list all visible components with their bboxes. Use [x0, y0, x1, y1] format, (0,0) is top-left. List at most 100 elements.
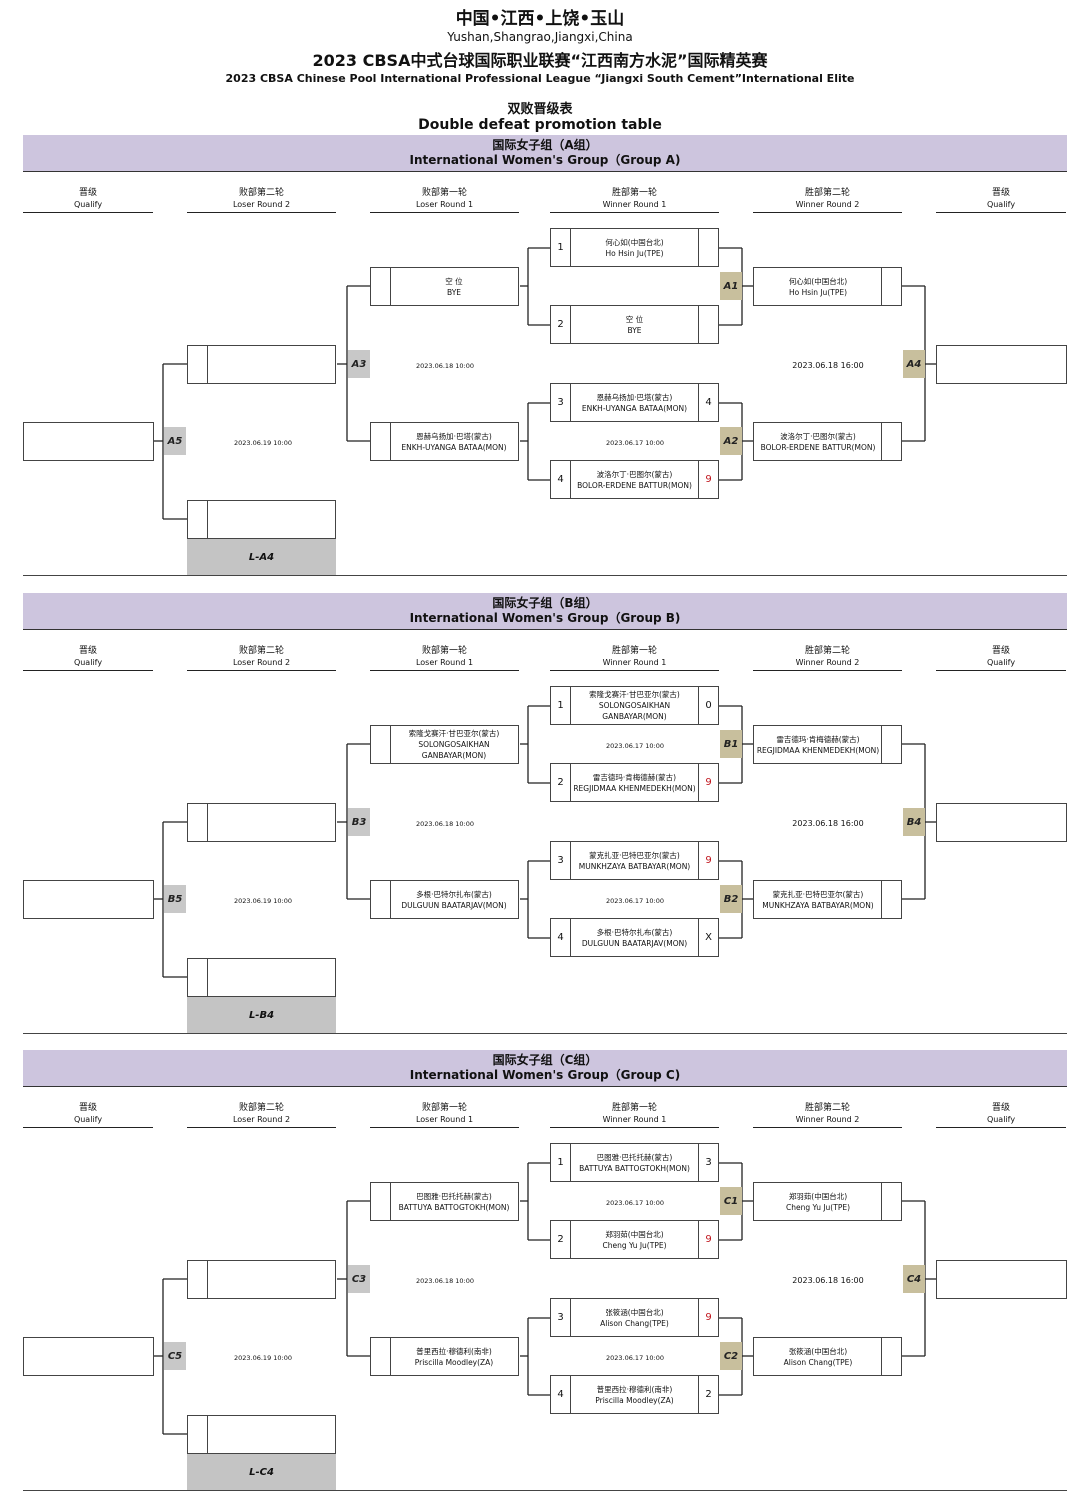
player-name: 空 位 BYE	[570, 306, 699, 343]
column-header-lr2: 败部第二轮 Loser Round 2	[187, 645, 336, 671]
player-name-cn: 恩赫乌扬加·巴塔(蒙古)	[596, 392, 673, 402]
column-header-qualify: 晋级 Qualify	[936, 1102, 1066, 1128]
column-header-lr2: 败部第二轮 Loser Round 2	[187, 1102, 336, 1128]
seed-cell	[188, 1416, 208, 1453]
player-name: 何心如(中国台北) Ho Hsin Ju(TPE)	[754, 268, 882, 305]
player-name-en: MUNKHZAYA BATBAYAR(MON)	[578, 861, 691, 871]
column-header-wr2: 胜部第二轮 Winner Round 2	[753, 645, 902, 671]
match-date-m2: 2023.06.17 10:00	[605, 1354, 664, 1362]
seed-number: 3	[551, 1299, 571, 1336]
player-name-cn: 巴图雅·巴托托赫(蒙古)	[596, 1152, 673, 1162]
seed-number: 3	[551, 384, 571, 421]
seed-number: 1	[551, 229, 571, 266]
score-cell	[881, 1183, 901, 1220]
player-name: 索隆戈赛汗·甘巴亚尔(蒙古) SOLONGOSAIKHAN GANBAYAR(M…	[390, 726, 518, 763]
column-header-cn: 败部第一轮	[421, 188, 467, 198]
match-label-m1: C1	[720, 1187, 742, 1215]
winner-round1-slot: 4 多根·巴特尔扎布(蒙古) DULGUUN BAATARJAV(MON) X	[550, 918, 719, 957]
loser-round1-slot: 恩赫乌扬加·巴塔(蒙古) ENKH-UYANGA BATAA(MON)	[370, 422, 519, 461]
match-label-m1: B1	[720, 730, 742, 758]
score-cell	[881, 423, 901, 460]
player-name: 何心如(中国台北) Ho Hsin Ju(TPE)	[570, 229, 699, 266]
seed-number: 2	[551, 1221, 571, 1258]
player-name-en: BYE	[627, 325, 642, 335]
score-cell	[881, 268, 901, 305]
winner-round1-slot: 4 普里西拉·穆德利(南非) Priscilla Moodley(ZA) 2	[550, 1375, 719, 1414]
loser-placeholder: L-B4	[187, 997, 336, 1034]
player-name: 波洛尔丁·巴图尔(蒙古) BOLOR-ERDENE BATTUR(MON)	[570, 461, 699, 498]
seed-number: 2	[551, 764, 571, 801]
qualify-slot-left	[23, 422, 154, 461]
match-date-m5: 2023.06.19 10:00	[233, 1354, 292, 1362]
match-date-m3: 2023.06.18 10:00	[415, 1277, 474, 1285]
group-title-en: International Women's Group（Group B)	[409, 611, 681, 625]
match-score: 0	[698, 687, 718, 724]
player-name-cn: 波洛尔丁·巴图尔(蒙古)	[596, 469, 673, 479]
player-name: 多根·巴特尔扎布(蒙古) DULGUUN BAATARJAV(MON)	[570, 919, 699, 956]
match-date-m4: 2023.06.18 16:00	[792, 1276, 864, 1285]
seed-cell	[188, 346, 208, 383]
column-header-en: Qualify	[73, 1115, 103, 1124]
match-label-m3: A3	[348, 350, 370, 378]
location-cn: 中国•江西•上饶•玉山	[455, 9, 625, 29]
player-name-en: Cheng Yu Ju(TPE)	[602, 1240, 667, 1250]
player-name-en: REGJIDMAA KHENMEDEKH(MON)	[756, 745, 880, 755]
match-date-m4: 2023.06.18 16:00	[792, 819, 864, 828]
seed-cell	[188, 804, 208, 841]
group-title-cn: 国际女子组（B组）	[492, 596, 598, 610]
column-header-cn: 晋级	[78, 188, 97, 198]
group-section-0: 国际女子组（A组） International Women's Group（Gr…	[0, 135, 1080, 592]
player-name-en: MUNKHZAYA BATBAYAR(MON)	[762, 900, 874, 910]
column-header-wr1: 胜部第一轮 Winner Round 1	[550, 1102, 719, 1128]
column-header-en: Loser Round 2	[232, 658, 291, 667]
player-name: 巴图雅·巴托托赫(蒙古) BATTUYA BATTOGTOKH(MON)	[570, 1144, 699, 1181]
loser-round2-slot	[187, 1260, 336, 1299]
player-name-en: SOLONGOSAIKHAN GANBAYAR(MON)	[418, 740, 490, 760]
column-header-qualify: 晋级 Qualify	[936, 645, 1066, 671]
player-name-cn: 多根·巴特尔扎布(蒙古)	[596, 927, 673, 937]
player-name: 张筱涵(中国台北) Alison Chang(TPE)	[754, 1338, 882, 1375]
player-name-cn: 蒙克扎亚·巴特巴亚尔(蒙古)	[589, 850, 680, 860]
column-header-en: Loser Round 1	[415, 658, 474, 667]
match-label-m5: A5	[164, 427, 186, 455]
match-label-m2: A2	[720, 427, 742, 455]
player-name: 多根·巴特尔扎布(蒙古) DULGUUN BAATARJAV(MON)	[390, 881, 518, 918]
match-score: 9	[698, 842, 718, 879]
column-header-en: Qualify	[986, 658, 1016, 667]
match-score: 9	[698, 461, 718, 498]
player-name-cn: 普里西拉·穆德利(南非)	[416, 1346, 492, 1356]
group-header: 国际女子组（C组） International Women's Group（Gr…	[23, 1050, 1067, 1087]
player-name-en: Cheng Yu Ju(TPE)	[785, 1202, 851, 1212]
column-header-en: Loser Round 1	[415, 200, 474, 209]
match-score: 9	[698, 1299, 718, 1336]
player-name-en: BATTUYA BATTOGTOKH(MON)	[398, 1202, 510, 1212]
column-header-cn: 胜部第二轮	[804, 188, 850, 198]
loser-round2-slot	[187, 958, 336, 997]
player-name-cn: 巴图雅·巴托托赫(蒙古)	[416, 1191, 492, 1201]
winner-round2-slot: 蒙克扎亚·巴特巴亚尔(蒙古) MUNKHZAYA BATBAYAR(MON)	[753, 880, 902, 919]
player-name-cn: 多根·巴特尔扎布(蒙古)	[416, 889, 492, 899]
player-name-en: Priscilla Moodley(ZA)	[595, 1395, 674, 1405]
column-header-cn: 胜部第二轮	[804, 646, 850, 656]
column-header-en: Qualify	[73, 658, 103, 667]
seed-cell	[188, 501, 208, 538]
player-name-en: Ho Hsin Ju(TPE)	[605, 248, 664, 258]
match-date-m1: 2023.06.17 10:00	[605, 742, 664, 750]
column-header-en: Winner Round 1	[602, 200, 667, 209]
score-cell	[881, 726, 901, 763]
player-name-en: SOLONGOSAIKHAN GANBAYAR(MON)	[598, 701, 671, 721]
loser-round1-slot: 空 位 BYE	[370, 267, 519, 306]
column-header-wr1: 胜部第一轮 Winner Round 1	[550, 645, 719, 671]
match-label-m4: A4	[903, 350, 925, 378]
player-name-en: REGJIDMAA KHENMEDEKH(MON)	[573, 783, 696, 793]
section-divider	[23, 1490, 1067, 1491]
column-header-cn: 败部第二轮	[238, 1103, 284, 1113]
player-name-en: Alison Chang(TPE)	[783, 1357, 853, 1367]
column-header-cn: 胜部第一轮	[611, 646, 657, 656]
seed-cell	[371, 1183, 391, 1220]
match-label-m3: C3	[348, 1265, 370, 1293]
qualify-slot-right	[936, 803, 1067, 842]
match-date-m2: 2023.06.17 10:00	[605, 897, 664, 905]
column-header-en: Winner Round 2	[795, 658, 860, 667]
player-name: 恩赫乌扬加·巴塔(蒙古) ENKH-UYANGA BATAA(MON)	[570, 384, 699, 421]
